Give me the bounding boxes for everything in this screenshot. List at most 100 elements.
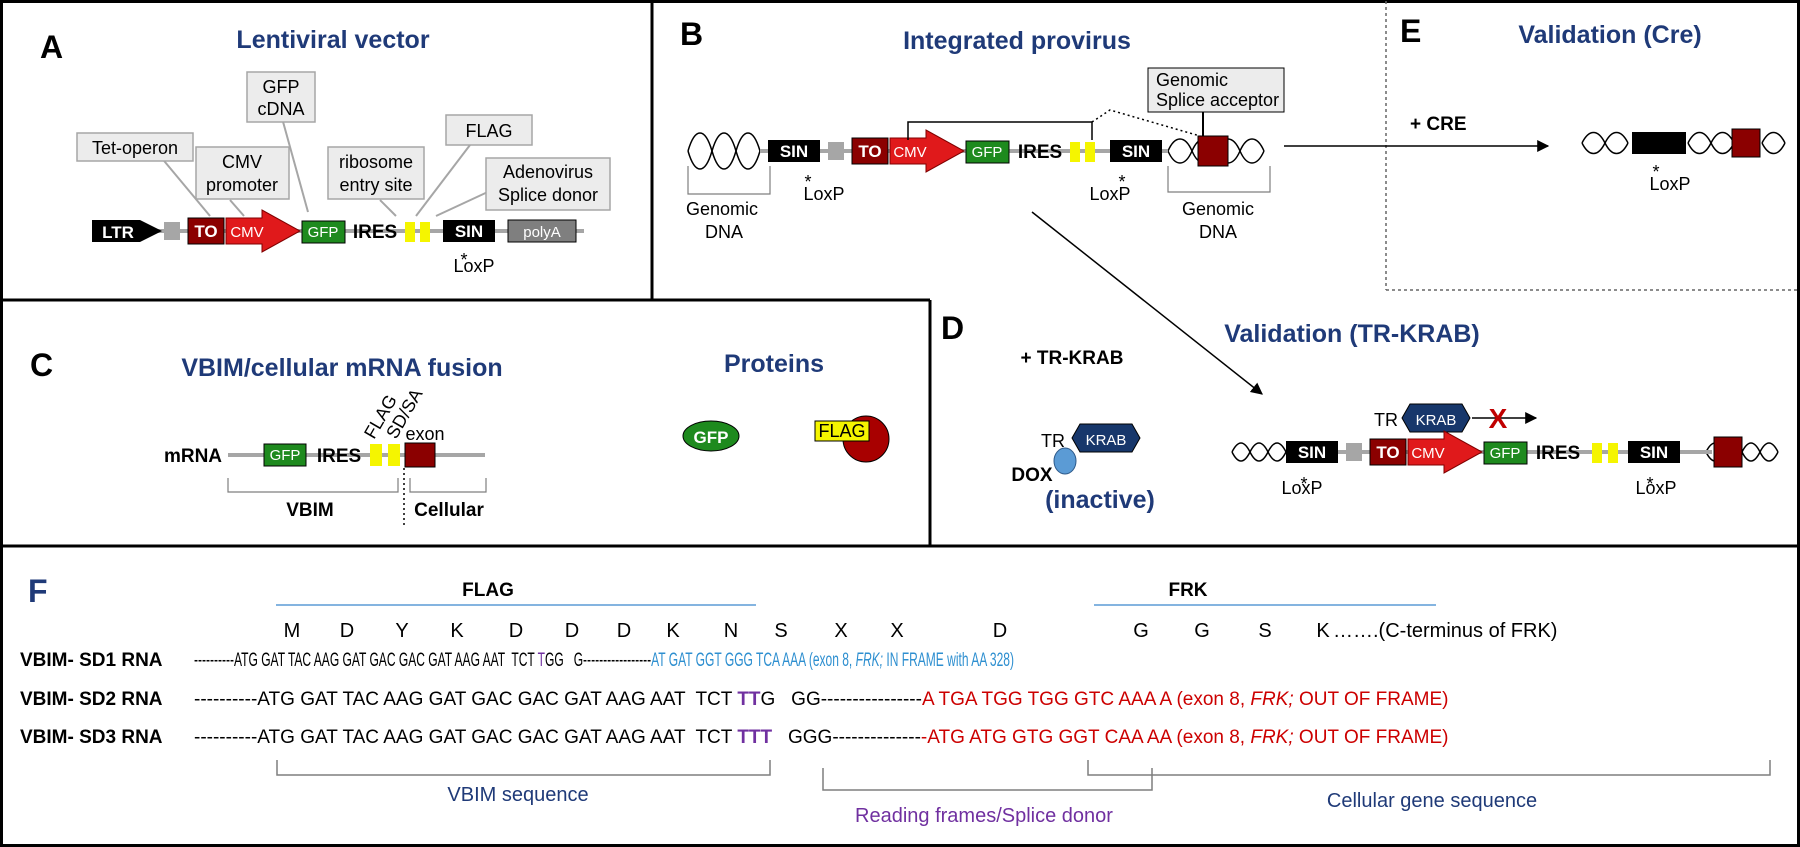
sin-element-d2 bbox=[1628, 441, 1680, 463]
to-label-b: TO bbox=[858, 142, 881, 161]
panel-a-callouts: Tet-operon GFP cDNA CMV promoter ribosom… bbox=[76, 71, 611, 211]
dox-molecule bbox=[1053, 447, 1077, 475]
ires-label-d: IRES bbox=[1536, 443, 1580, 464]
flag-header: FLAG bbox=[462, 580, 514, 601]
callout-cmv-promoter-line1: CMV bbox=[222, 152, 262, 172]
sin-element-b1 bbox=[768, 140, 820, 162]
genomic-dna-left bbox=[687, 132, 761, 170]
tet-operon-element bbox=[187, 217, 225, 245]
ires-label-b: IRES bbox=[1018, 142, 1062, 163]
sequence-row-sd1: VBIM- SD1 RNA ----------ATG GAT TAC AAG … bbox=[20, 650, 1014, 671]
krab-inactive-shape bbox=[1071, 423, 1141, 453]
flag-block-1-d bbox=[1592, 443, 1602, 463]
cellular-label: Cellular bbox=[414, 500, 484, 521]
callout-gfp-cdna-line1: GFP bbox=[262, 77, 299, 97]
proteins-title: Proteins bbox=[724, 350, 824, 378]
loxp-star-d2: * bbox=[1646, 474, 1653, 494]
panel-a: A Lentiviral vector Tet-operon GFP cDNA … bbox=[40, 26, 611, 276]
aa-1: D bbox=[340, 620, 354, 642]
loxp-label-b1: LoxP bbox=[803, 184, 844, 204]
loxp-label-e: LoxP bbox=[1649, 174, 1690, 194]
block-x-mark: X bbox=[1489, 403, 1508, 434]
panel-e-letter: E bbox=[1400, 13, 1421, 49]
grey-spacer-a bbox=[164, 222, 180, 240]
aa-2: Y bbox=[395, 620, 408, 642]
krab-label-active: KRAB bbox=[1416, 412, 1457, 429]
cmv-label-a: CMV bbox=[230, 224, 263, 241]
row-seq-sd2-note: OUT OF FRAME) bbox=[1294, 689, 1449, 710]
remaining-sin-e bbox=[1632, 132, 1686, 154]
polya-label: polyA bbox=[523, 224, 561, 241]
grey-spacer-b bbox=[828, 142, 844, 160]
tr-label-inactive: TR bbox=[1041, 431, 1065, 451]
ires-label-a: IRES bbox=[353, 222, 397, 243]
sin-element-b2 bbox=[1110, 140, 1162, 162]
cmv-label-b: CMV bbox=[893, 144, 926, 161]
loxp-star-e: * bbox=[1652, 162, 1659, 182]
gfp-element-a bbox=[301, 220, 346, 244]
loxp-label-d1: LoxP bbox=[1281, 478, 1322, 498]
row-seq-sd2-gene: FRK; bbox=[1250, 689, 1293, 710]
panel-a-construct: LTR TO CMV GFP IRES SIN polyA * LoxP bbox=[92, 209, 584, 276]
row-seq-sd1-lead: ----------ATG GAT TAC AAG GAT GAC GAC GA… bbox=[194, 650, 538, 671]
aa-6: D bbox=[617, 620, 631, 642]
sin-label-a: SIN bbox=[455, 222, 483, 241]
amino-acid-row: M D Y K D D D K N S X X D G G S K …….(C-… bbox=[284, 620, 1558, 642]
row-seq-sd1-cellular: AT GAT GGT GGG TCA AAA (exon 8, bbox=[651, 650, 855, 671]
krab-label-inactive: KRAB bbox=[1086, 432, 1127, 449]
panel-a-callout-lines bbox=[159, 117, 493, 217]
row-seq-sd1-note: IN FRAME with AA 328) bbox=[883, 650, 1014, 671]
ires-label-c: IRES bbox=[317, 446, 361, 467]
row-seq-sd3-mid: GGG-------------- bbox=[772, 727, 921, 748]
flag-block-2-b bbox=[1085, 142, 1095, 162]
transcript-line-b bbox=[907, 121, 1093, 140]
loxp-label-a: LoxP bbox=[453, 256, 494, 276]
panel-d-letter: D bbox=[941, 310, 964, 346]
aa-4: D bbox=[509, 620, 523, 642]
callout-adeno-line1: Adenovirus bbox=[503, 162, 593, 182]
polya-element bbox=[507, 219, 577, 243]
panel-a-title: Lentiviral vector bbox=[236, 26, 429, 54]
inactive-label: (inactive) bbox=[1045, 486, 1155, 514]
panel-d-title: Validation (TR-KRAB) bbox=[1224, 320, 1480, 348]
row-seq-sd2-lead: ----------ATG GAT TAC AAG GAT GAC GAC GA… bbox=[194, 689, 737, 710]
aa-15: S bbox=[1258, 620, 1271, 642]
loxp-label-b2: LoxP bbox=[1089, 184, 1130, 204]
flag-block-1-a bbox=[405, 222, 415, 242]
aa-10: X bbox=[834, 620, 847, 642]
sin-label-b1: SIN bbox=[780, 142, 808, 161]
reading-frames-bracket bbox=[822, 768, 1153, 791]
row-seq-sd2: ----------ATG GAT TAC AAG GAT GAC GAC GA… bbox=[194, 689, 1448, 710]
panel-b-title: Integrated provirus bbox=[903, 27, 1131, 55]
panel-f-letter: F bbox=[28, 573, 48, 609]
dox-label: DOX bbox=[1011, 465, 1053, 486]
flag-block-2-c bbox=[388, 444, 400, 466]
cmv-promoter-element bbox=[225, 209, 302, 253]
row-seq-sd2-mid: G GG---------------- bbox=[761, 689, 922, 710]
gfp-element-d bbox=[1483, 441, 1528, 465]
row-seq-sd1-frameshift: T bbox=[538, 650, 546, 671]
gfp-element-c bbox=[263, 443, 307, 467]
cellular-seq-label: Cellular gene sequence bbox=[1327, 790, 1537, 812]
to-label-d: TO bbox=[1376, 443, 1399, 462]
callout-ribosome-line2: entry site bbox=[339, 175, 412, 195]
cellular-seq-bracket bbox=[1087, 760, 1771, 776]
loxp-star-d1: * bbox=[1300, 474, 1307, 494]
row-seq-sd3-lead: ----------ATG GAT TAC AAG GAT GAC GAC GA… bbox=[194, 727, 737, 748]
panel-b-letter: B bbox=[680, 16, 703, 52]
flag-block-2-a bbox=[420, 222, 430, 242]
aa-8: N bbox=[724, 620, 738, 642]
sa-callout-box bbox=[1147, 67, 1285, 113]
sin-element-d1 bbox=[1286, 441, 1338, 463]
aa-tail: …….(C-terminus of FRK) bbox=[1333, 620, 1557, 642]
flag-tag-label: FLAG bbox=[818, 421, 865, 441]
gfp-element-b bbox=[965, 140, 1010, 164]
flag-tag bbox=[814, 420, 870, 442]
genomic-left-line1: Genomic bbox=[686, 199, 758, 219]
callout-adeno-line2: Splice donor bbox=[498, 185, 598, 205]
callout-cmv-promoter-line2: promoter bbox=[206, 175, 278, 195]
row-seq-sd3-frameshift: TTT bbox=[737, 727, 772, 748]
tet-operon-element-b bbox=[851, 137, 889, 165]
panel-c-title: VBIM/cellular mRNA fusion bbox=[181, 354, 502, 382]
